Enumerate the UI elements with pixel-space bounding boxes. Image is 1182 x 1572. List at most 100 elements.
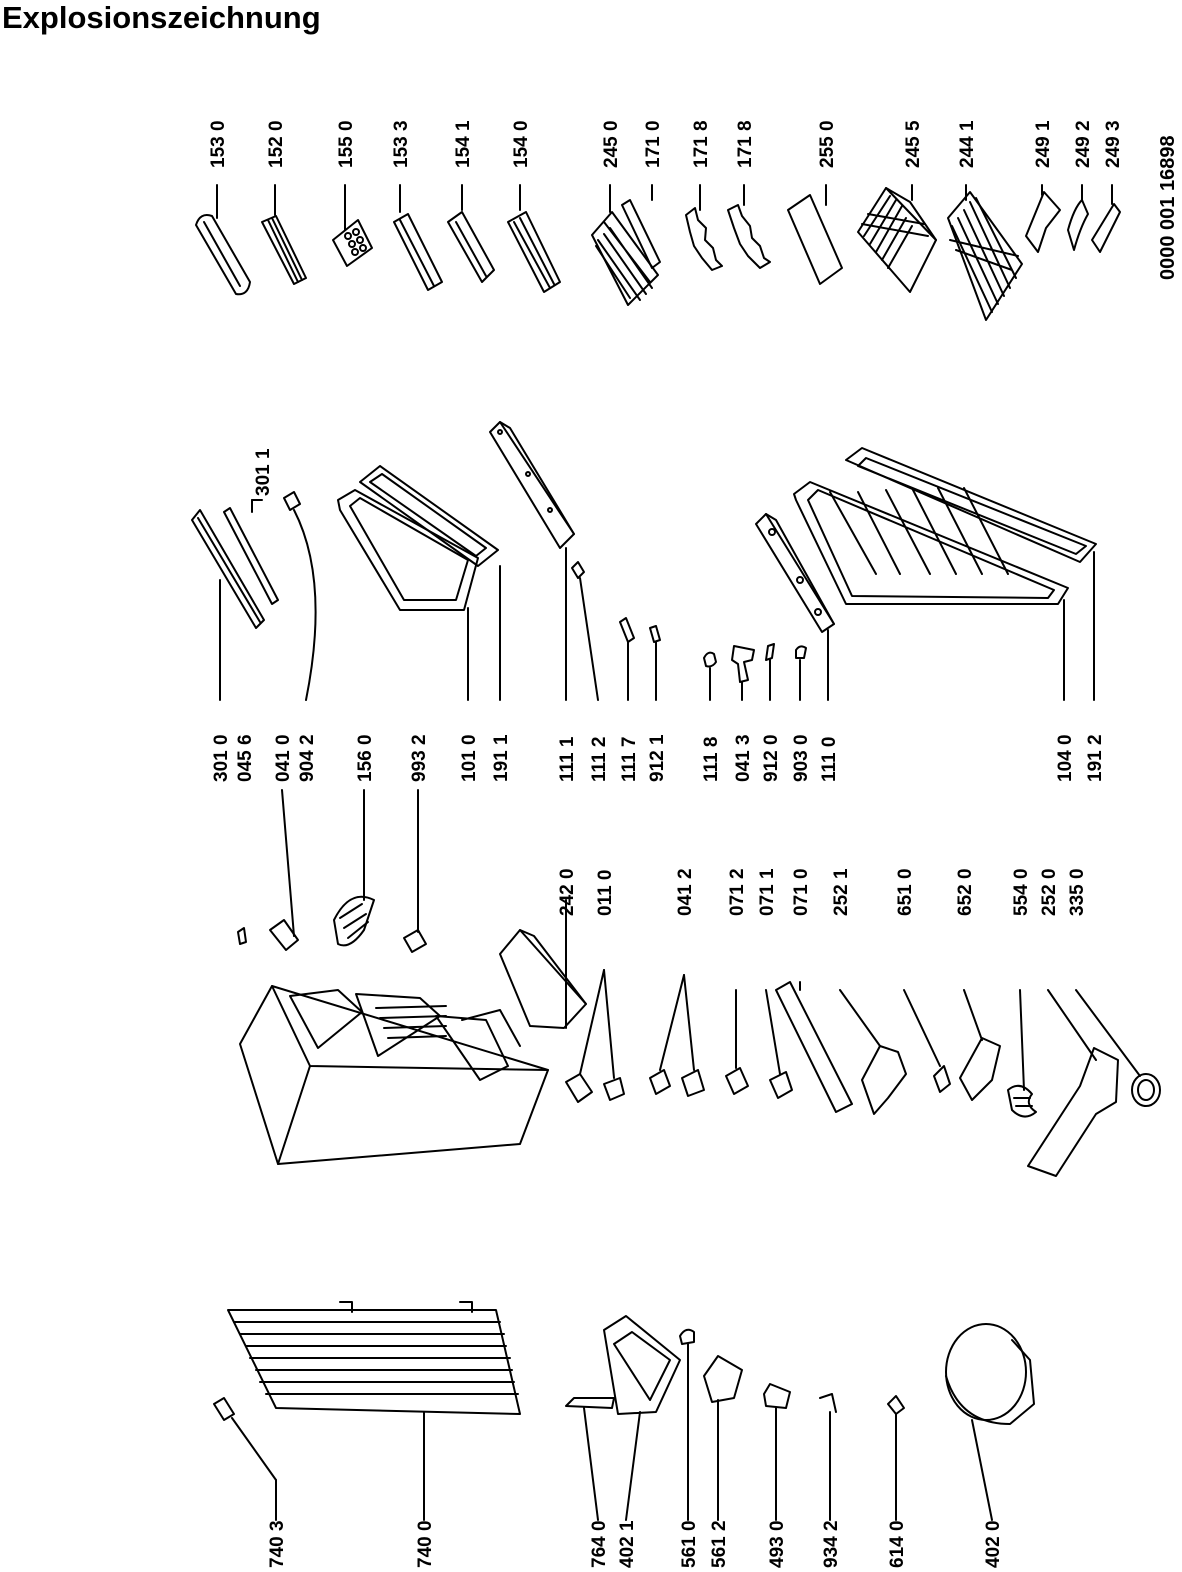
label-041-3: 041 3 [733, 734, 754, 782]
part-252-1 [839, 989, 907, 1115]
label-255-0: 255 0 [817, 120, 838, 168]
part-335-0 [1075, 989, 1161, 1107]
part-071-0 [775, 981, 853, 1113]
part-402-0 [945, 1323, 1035, 1521]
label-171-0: 171 0 [643, 120, 664, 168]
label-111-7: 111 7 [619, 737, 640, 782]
part-041-2 [649, 974, 705, 1097]
label-993-2: 993 2 [409, 734, 430, 782]
part-041-3 [731, 645, 755, 701]
part-111-0 [755, 513, 835, 701]
part-171-0 [621, 184, 661, 269]
label-104-0: 104 0 [1055, 734, 1076, 782]
part-071-2 [725, 989, 749, 1095]
part-011-0 [565, 969, 625, 1103]
part-111-1 [489, 421, 575, 701]
part-934-2 [819, 1393, 837, 1521]
label-154-0: 154 0 [511, 120, 532, 168]
label-156-0: 156 0 [355, 734, 376, 782]
label-155-0: 155 0 [336, 120, 357, 168]
label-252-1: 252 1 [831, 868, 852, 916]
part-156-0 [333, 789, 375, 947]
label-554-0: 554 0 [1011, 868, 1032, 916]
part-152-0 [261, 184, 307, 285]
part-242-0 [499, 899, 587, 1029]
part-249-2 [1067, 184, 1089, 251]
label-245-5: 245 5 [903, 120, 924, 168]
part-171-8-b [727, 184, 771, 269]
label-171-8-b: 171 8 [735, 120, 756, 168]
label-912-0: 912 0 [761, 734, 782, 782]
part-493-0 [763, 1383, 791, 1521]
label-041-0: 041 0 [273, 734, 294, 782]
part-402-1 [603, 1315, 681, 1521]
label-171-8-a: 171 8 [691, 120, 712, 168]
part-153-0 [195, 184, 251, 296]
label-402-0: 402 0 [983, 1520, 1004, 1568]
part-554-0 [1007, 989, 1037, 1118]
part-912-0 [765, 643, 775, 701]
label-191-2: 191 2 [1085, 734, 1106, 782]
part-071-1 [765, 989, 793, 1099]
part-764-0 [565, 1397, 615, 1521]
label-152-0: 152 0 [266, 120, 287, 168]
part-249-1 [1025, 184, 1061, 253]
part-041-0-hinge [269, 789, 299, 951]
label-191-1: 191 1 [491, 734, 512, 782]
label-041-2: 041 2 [675, 868, 696, 916]
label-111-1: 111 1 [557, 736, 578, 782]
label-154-1: 154 1 [453, 120, 474, 168]
part-903-0 [795, 645, 807, 701]
part-191-2 [845, 447, 1097, 701]
part-245-0 [591, 184, 659, 306]
label-011-0: 011 0 [595, 870, 616, 917]
part-993-2 [403, 789, 427, 953]
part-249-3 [1091, 184, 1121, 253]
part-101-0 [337, 489, 479, 701]
part-904-2 [283, 491, 317, 701]
label-244-1: 244 1 [957, 120, 978, 168]
part-244-1 [947, 184, 1023, 321]
label-101-0: 101 0 [459, 734, 480, 782]
part-652-0 [959, 989, 1001, 1101]
part-191-1 [359, 465, 501, 701]
part-111-7 [619, 617, 635, 701]
label-934-2: 934 2 [821, 1520, 842, 1568]
document-code: 0000 001 16898 [1157, 135, 1179, 280]
part-614-0 [887, 1395, 905, 1521]
label-071-2: 071 2 [727, 868, 748, 916]
label-651-0: 651 0 [895, 868, 916, 916]
part-740-3 [213, 1397, 277, 1521]
label-335-0: 335 0 [1067, 868, 1088, 916]
label-071-0: 071 0 [791, 868, 812, 916]
label-071-1: 071 1 [757, 868, 778, 916]
label-153-3: 153 3 [391, 120, 412, 168]
label-242-0: 242 0 [557, 868, 578, 916]
part-255-0 [787, 184, 843, 285]
label-245-0: 245 0 [601, 120, 622, 168]
label-561-2: 561 2 [709, 1520, 730, 1568]
part-740-0 [227, 1301, 521, 1521]
part-904-2-lamp [237, 927, 247, 945]
label-904-2: 904 2 [297, 734, 318, 782]
part-111-8 [703, 651, 717, 701]
label-249-1: 249 1 [1033, 120, 1054, 168]
label-493-0: 493 0 [767, 1520, 788, 1568]
label-301-1: 301 1 [253, 448, 274, 496]
part-154-1 [447, 184, 495, 283]
part-245-5 [857, 184, 937, 293]
part-154-0 [507, 184, 561, 293]
label-402-1: 402 1 [617, 1520, 638, 1568]
part-561-2 [703, 1355, 743, 1521]
part-111-2 [571, 561, 599, 701]
label-740-0: 740 0 [415, 1520, 436, 1568]
page-title: Explosionszeichnung [2, 0, 321, 35]
part-104-0 [793, 481, 1069, 701]
label-249-3: 249 3 [1103, 120, 1124, 168]
part-301-0 [191, 509, 265, 701]
label-561-0: 561 0 [679, 1520, 700, 1568]
label-249-2: 249 2 [1073, 120, 1094, 168]
part-fridge-cabinet [239, 985, 549, 1165]
part-153-3 [393, 184, 443, 291]
label-111-8: 111 8 [701, 737, 722, 782]
